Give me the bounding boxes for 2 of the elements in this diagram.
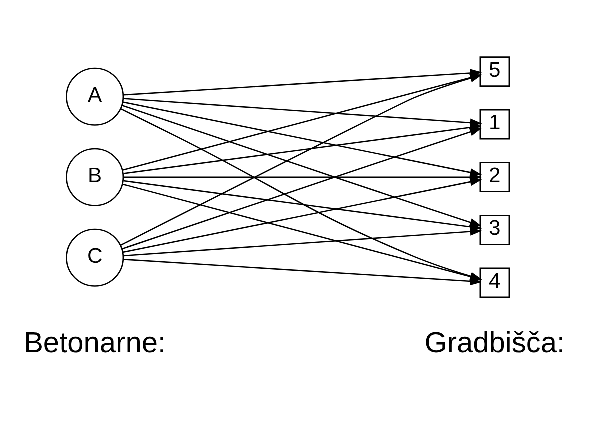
label: Betonarne: [24,326,166,359]
label: Gradbišča: [424,326,566,359]
